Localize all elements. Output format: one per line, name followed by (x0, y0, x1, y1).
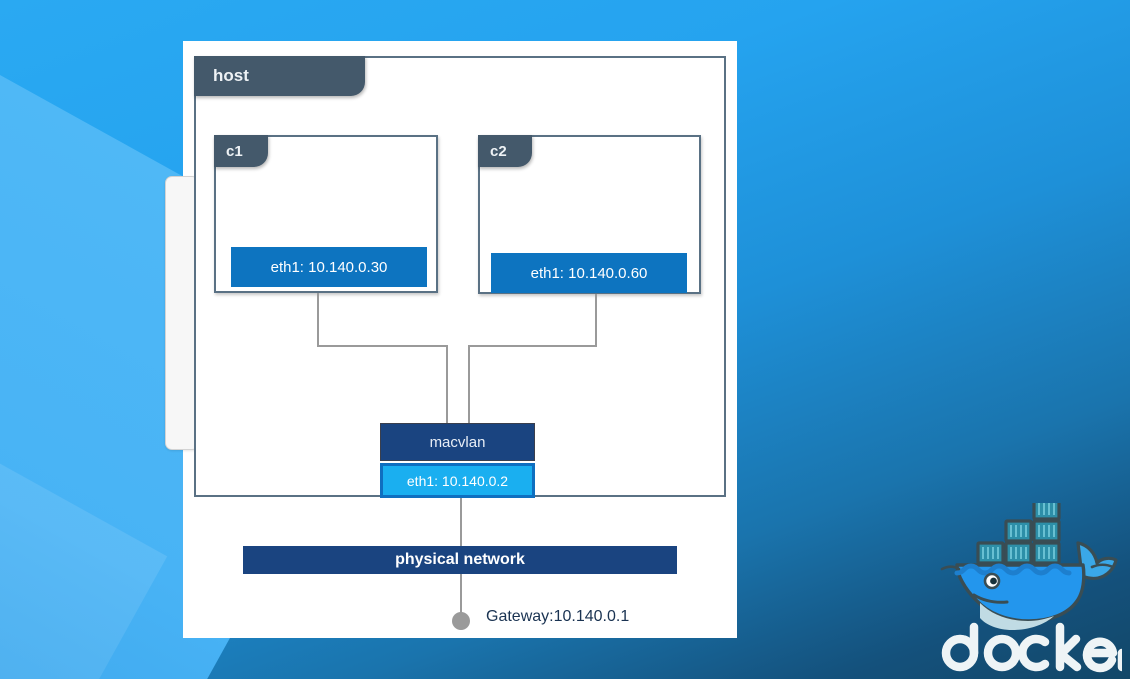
container-label-tab-c1: c1 (214, 135, 268, 167)
connector-macvlan-to-physical (460, 498, 462, 548)
gateway-dot-icon (452, 612, 470, 630)
physical-network-bar: physical network (243, 546, 677, 574)
interface-chip-c2: eth1: 10.140.0.60 (491, 253, 687, 293)
macvlan-box: macvlan (380, 423, 535, 461)
connector-c2-to-macvlan (468, 345, 470, 425)
connector-c2-drop (595, 294, 597, 347)
macvlan-interface-text: eth1: 10.140.0.2 (406, 472, 509, 489)
macvlan-interface-chip: eth1: 10.140.0.2 (380, 463, 535, 498)
connector-c1-horizontal (317, 345, 448, 347)
macvlan-label: macvlan (429, 433, 486, 451)
connector-c1-to-macvlan (446, 345, 448, 425)
connector-c2-horizontal (468, 345, 597, 347)
connector-physical-to-gateway (460, 574, 462, 616)
container-label-text-c2: c2 (490, 142, 507, 160)
container-label-tab-c2: c2 (478, 135, 532, 167)
physical-network-label: physical network (395, 551, 525, 568)
interface-chip-c1: eth1: 10.140.0.30 (231, 247, 427, 287)
interface-chip-text-c2: eth1: 10.140.0.60 (530, 264, 648, 282)
diagram-panel: host c1 eth1: 10.140.0.30 c2 eth1: 10.14… (165, 41, 737, 638)
connector-c1-drop (317, 293, 319, 347)
interface-chip-text-c1: eth1: 10.140.0.30 (270, 258, 388, 276)
host-label-tab: host (194, 56, 365, 96)
gateway-label: Gateway:10.140.0.1 (486, 608, 630, 625)
container-label-text-c1: c1 (226, 142, 243, 160)
clipped-ghost-shape (165, 176, 199, 450)
docker-logo (940, 503, 1122, 675)
host-label-text: host (213, 66, 249, 85)
